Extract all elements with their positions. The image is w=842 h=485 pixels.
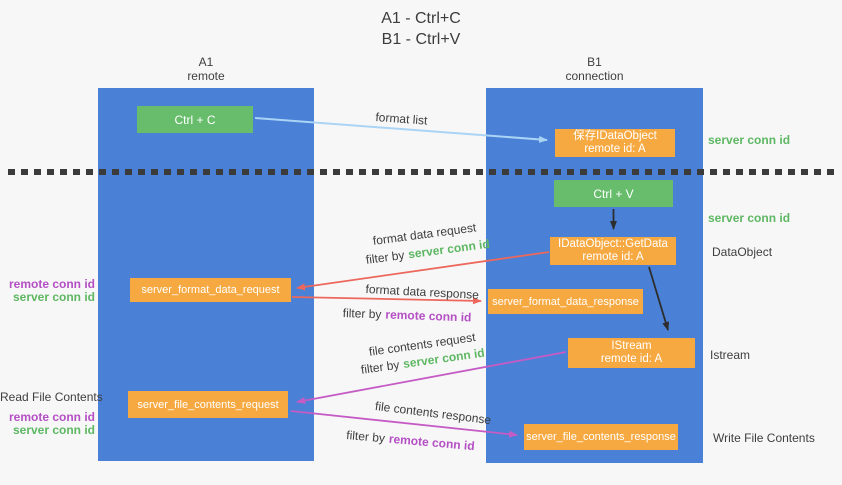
node-ctrl-c: Ctrl + C [137, 106, 253, 133]
annotation-server-conn-id-top: server conn id [708, 133, 791, 147]
node-format-response-label: server_format_data_response [492, 295, 639, 308]
annotation-dataobject: DataObject [712, 245, 773, 259]
node-save-idataobject: 保存IDataObject remote id: A [555, 129, 675, 157]
diagram-title: A1 - Ctrl+C B1 - Ctrl+V [0, 8, 842, 50]
node-istream: IStream remote id: A [568, 338, 695, 368]
arrow-file-contents-request [296, 351, 567, 404]
annotation-remote-conn-id-1: remote conn id [8, 277, 95, 291]
node-server-format-data-request: server_format_data_request [130, 278, 291, 302]
node-idataobject-getdata: IDataObject::GetData remote id: A [550, 237, 676, 265]
arrow-file-contents-response [290, 410, 518, 438]
node-istream-line2: remote id: A [600, 353, 663, 365]
column-a1-subtitle: remote [187, 69, 225, 83]
node-format-request-label: server_format_data_request [141, 284, 280, 296]
column-b1-name: B1 [587, 55, 602, 69]
node-ctrl-c-label: Ctrl + C [174, 112, 216, 127]
node-ctrl-v: Ctrl + V [554, 180, 673, 207]
annotation-conn-ids-format: remote conn id server conn id [0, 278, 95, 304]
node-getdata-line1: IDataObject::GetData [558, 237, 668, 250]
title-line-2: B1 - Ctrl+V [381, 31, 461, 48]
arrow-format-data-response [291, 296, 482, 305]
node-server-format-data-response: server_format_data_response [488, 289, 643, 314]
phase-separator-dotted-line [8, 169, 836, 175]
node-istream-line1: IStream [611, 339, 652, 352]
annotation-istream: Istream [710, 348, 751, 362]
annotation-remote-conn-id-2: remote conn id [8, 410, 95, 424]
arrow-format-data-request [296, 251, 550, 291]
annotation-server-conn-id-mid: server conn id [708, 211, 791, 225]
node-file-response-label: server_file_contents_response [526, 431, 676, 443]
filter-key-remote-conn-1: remote conn id [385, 307, 472, 325]
annotation-server-conn-id-1: server conn id [12, 290, 95, 304]
column-b1-subtitle: connection [565, 69, 624, 83]
node-save-idataobject-line2: remote id: A [584, 143, 646, 155]
arrow-format-list [254, 117, 548, 143]
column-header-a1: A1 remote [98, 55, 314, 83]
filter-by-text-2: filter by [342, 306, 382, 322]
node-ctrl-v-label: Ctrl + V [593, 186, 634, 201]
column-header-b1: B1 connection [486, 55, 703, 83]
arrow-getdata-to-istream [648, 266, 670, 331]
node-server-file-contents-response: server_file_contents_response [524, 424, 678, 450]
annotation-server-conn-id-2: server conn id [12, 423, 95, 437]
node-save-idataobject-line1: 保存IDataObject [573, 129, 657, 142]
title-line-1: A1 - Ctrl+C [381, 10, 461, 27]
node-server-file-contents-request: server_file_contents_request [128, 391, 288, 418]
node-file-request-label: server_file_contents_request [137, 398, 279, 411]
annotation-write-file-contents: Write File Contents [713, 431, 815, 445]
annotation-read-file-contents: Read File Contents [0, 390, 103, 404]
annotation-conn-ids-file: remote conn id server conn id [0, 411, 95, 437]
column-a1-name: A1 [198, 55, 214, 69]
node-getdata-line2: remote id: A [582, 251, 644, 263]
